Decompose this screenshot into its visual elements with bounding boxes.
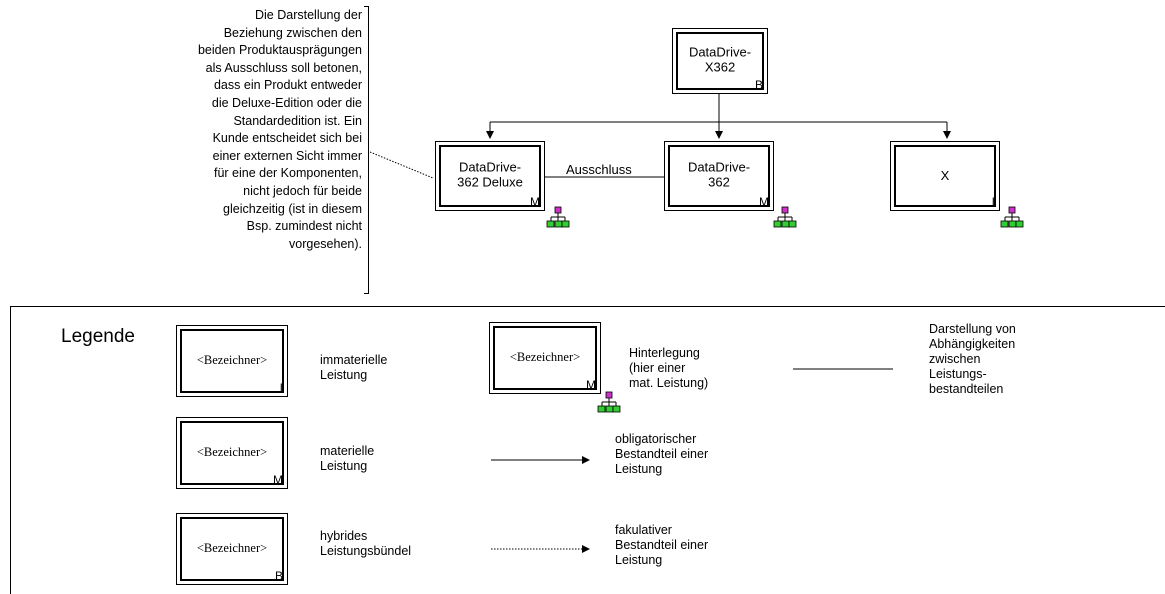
legend-text-deposit: Hinterlegung (hier einer mat. Leistung) (629, 346, 709, 390)
legend-text-immaterial: immaterielle Leistung (320, 353, 388, 382)
legend-box-placeholder: <Bezeichner> (509, 349, 581, 364)
node-root-name: DataDrive- X362 (688, 44, 752, 75)
legend-title: Legende (61, 326, 135, 347)
legend-box-material: <Bezeichner> M (176, 417, 288, 489)
legend-box-placeholder: <Bezeichner> (196, 352, 268, 367)
node-deluxe[interactable]: DataDrive- 362 Deluxe M (435, 141, 545, 211)
legend-box-hybrid: <Bezeichner> B (176, 513, 288, 585)
node-root[interactable]: DataDrive- X362 B (672, 28, 768, 94)
hierarchy-icon (1000, 206, 1024, 228)
legend-text-material: materielle Leistung (320, 444, 375, 473)
legend-box-type: I (279, 381, 283, 395)
legend-text-hybrid: hybrides Leistungsbündel (320, 529, 412, 558)
annotation-bracket (364, 6, 371, 294)
legend-text-obligatory: obligatorischer Bestandteil einer Leistu… (615, 432, 709, 476)
node-standard-type: M (759, 195, 769, 209)
legend-box-type: M (273, 473, 283, 487)
node-root-type: B (754, 78, 763, 92)
node-x[interactable]: X I (890, 141, 1000, 211)
node-standard-name: DataDrive- 362 (687, 159, 751, 190)
hierarchy-icon (546, 206, 570, 228)
legend-box-type: M (586, 378, 596, 392)
node-deluxe-name: DataDrive- 362 Deluxe (457, 159, 523, 190)
node-deluxe-type: M (530, 195, 540, 209)
annotation-pointer (369, 151, 434, 179)
node-x-type: I (991, 195, 995, 209)
node-standard[interactable]: DataDrive- 362 M (664, 141, 774, 211)
legend-box-type: B (274, 569, 283, 583)
hierarchy-icon (773, 206, 797, 228)
exclusion-label: Ausschluss (566, 162, 632, 177)
legend-frame-top (10, 306, 1165, 307)
legend-box-deposit: <Bezeichner> M (489, 322, 601, 394)
legend-frame-left (10, 306, 11, 594)
legend-box-placeholder: <Bezeichner> (196, 540, 268, 555)
legend-box-immaterial: <Bezeichner> I (176, 325, 288, 397)
legend-box-placeholder: <Bezeichner> (196, 444, 268, 459)
hierarchy-icon (597, 391, 621, 413)
node-x-name: X (940, 167, 950, 183)
annotation-text: Die Darstellung der Beziehung zwischen d… (197, 8, 362, 251)
legend-text-optional: fakulativer Bestandteil einer Leistung (615, 523, 709, 567)
legend-text-dependency: Darstellung von Abhängigkeiten zwischen … (929, 322, 1016, 396)
